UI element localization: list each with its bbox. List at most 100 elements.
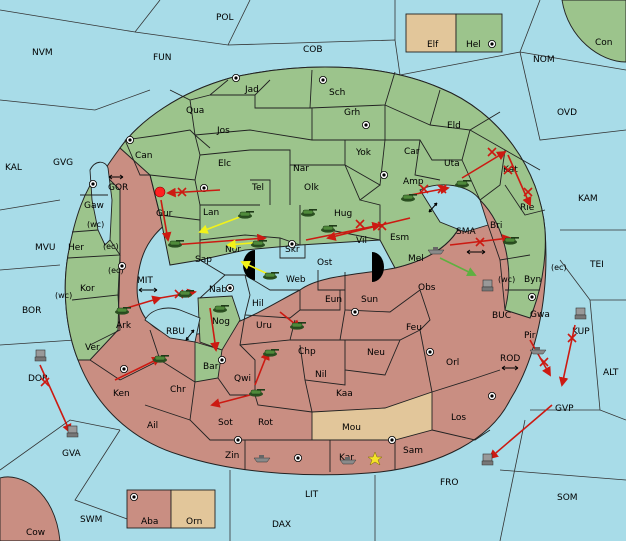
double-arrow-icon xyxy=(428,202,438,213)
land-label-esm: Esm xyxy=(390,233,409,243)
star-icon xyxy=(367,451,383,466)
land-label-nab: Nab xyxy=(209,285,227,295)
flag-icon[interactable] xyxy=(481,453,494,466)
sea-label-kam: KAM xyxy=(578,194,598,204)
sea-label-mit: MIT xyxy=(137,276,153,286)
land-label-qua: Qua xyxy=(186,106,204,116)
supply-center-icon xyxy=(350,307,360,317)
land-label-sch: Sch xyxy=(329,88,345,98)
land-label-grh: Grh xyxy=(344,108,360,118)
flag-icon[interactable] xyxy=(34,349,47,362)
land-label-gwa: Gwa xyxy=(530,310,550,320)
double-arrow-icon xyxy=(138,287,158,293)
sea-label-gva: GVA xyxy=(62,449,82,459)
supply-center-icon xyxy=(119,364,129,374)
land-label-qwi: Qwi xyxy=(234,374,251,384)
sea-label-nvm: NVM xyxy=(32,48,53,58)
land-label-eun: Eun xyxy=(325,295,342,305)
sea-label-som: SOM xyxy=(557,493,578,503)
coast-marker: (ec) xyxy=(551,263,567,272)
sea-label-ovd: OVD xyxy=(557,108,577,118)
land-label-chp: Chp xyxy=(298,347,316,357)
land-label-neu: Neu xyxy=(367,348,385,358)
sea-label-pol: POL xyxy=(216,13,234,23)
sea-label-sma: SMA xyxy=(456,227,476,237)
land-nog[interactable] xyxy=(197,295,241,351)
coast-marker: (wc) xyxy=(55,291,72,300)
sea-label-cow: Cow xyxy=(26,528,45,538)
legend-top: Elf Hel xyxy=(405,13,503,53)
land-label-rie: Rie xyxy=(520,203,535,213)
supply-center-icon xyxy=(318,75,328,85)
sea-label-gvp: GVP xyxy=(555,404,574,414)
land-label-zin: Zin xyxy=(225,451,239,461)
land-label-skr: Skr xyxy=(285,245,300,255)
land-label-sap: Sap xyxy=(195,255,212,265)
land-label-sun: Sun xyxy=(361,295,378,305)
land-label-web: Web xyxy=(286,275,306,285)
sea-label-con: Con xyxy=(595,38,613,48)
sea-label-fro: FRO xyxy=(440,478,459,488)
land-label-jad: Jad xyxy=(244,85,259,95)
land-label-yok: Yok xyxy=(355,148,372,158)
land-label-nar: Nar xyxy=(293,164,309,174)
sea-label-nom: NOM xyxy=(533,55,555,65)
sea-label-tei: TEI xyxy=(589,260,604,270)
sea-label-dor: DOR xyxy=(28,374,48,384)
coast-marker: (ec) xyxy=(108,266,124,275)
land-label-eld: Eld xyxy=(447,121,461,131)
land-label-ver: Ver xyxy=(85,343,100,353)
land-label-lan: Lan xyxy=(203,208,219,218)
sea-label-bor: BOR xyxy=(22,306,41,316)
land-label-mou: Mou xyxy=(342,423,361,433)
land-label-feu: Feu xyxy=(406,323,422,333)
double-arrow-icon xyxy=(185,329,195,341)
land-label-elc: Elc xyxy=(218,159,231,169)
land-label-nil: Nil xyxy=(315,370,327,380)
flag-icon[interactable] xyxy=(66,425,79,438)
green-territory xyxy=(119,66,546,319)
land-label-ken: Ken xyxy=(113,389,130,399)
sma-gulf xyxy=(419,184,489,233)
double-arrow-icon xyxy=(466,249,486,255)
land-labels: Jad Sch Qua Jos Grh Eld Can Elc Nar Yok … xyxy=(68,85,550,463)
land-label-tel: Tel xyxy=(251,183,264,193)
land-label-ail: Ail xyxy=(147,421,158,431)
supply-center-icon xyxy=(125,135,135,145)
land-label-mel: Mel xyxy=(408,254,424,264)
supply-center-icon xyxy=(117,261,127,271)
legend-label-elf: Elf xyxy=(427,40,439,50)
land-label-hil: Hil xyxy=(252,299,264,309)
double-arrow-icon xyxy=(501,365,519,371)
coast-markers: (wc) (ec) (ec) (wc) (wc) (ec) xyxy=(55,220,567,300)
flag-icon[interactable] xyxy=(481,279,494,292)
land-label-her: Her xyxy=(68,243,84,253)
land-label-byn: Byn xyxy=(524,275,541,285)
land-label-ark: Ark xyxy=(116,321,132,331)
sea-label-fun: FUN xyxy=(153,53,172,63)
supply-center-icon xyxy=(361,120,371,130)
supply-center-icon xyxy=(231,73,241,83)
flag-icon[interactable] xyxy=(574,307,587,320)
legend-bottom: Aba Orn xyxy=(126,489,216,529)
sea-label-kup: KUP xyxy=(572,327,590,337)
land-label-sam: Sam xyxy=(403,446,423,456)
failed-order-marks xyxy=(40,147,577,387)
sea-label-kal: KAL xyxy=(5,163,22,173)
shade-right xyxy=(372,252,384,282)
sea-label-mvu: MVU xyxy=(35,243,56,253)
land-label-jos: Jos xyxy=(216,126,230,136)
land-label-kor: Kor xyxy=(80,284,95,294)
land-label-nog: Nog xyxy=(212,317,230,327)
sea-label-buc: BUC xyxy=(492,311,511,321)
supply-center-icon xyxy=(233,435,243,445)
land-label-uru: Uru xyxy=(256,321,272,331)
land-label-bri: Bri xyxy=(490,221,502,231)
double-arrow-icons xyxy=(108,174,519,371)
coast-marker: (ec) xyxy=(103,242,119,251)
land-label-orl: Orl xyxy=(446,358,459,368)
sea-label-cob: COB xyxy=(303,45,323,55)
supply-center-icon xyxy=(379,170,389,180)
